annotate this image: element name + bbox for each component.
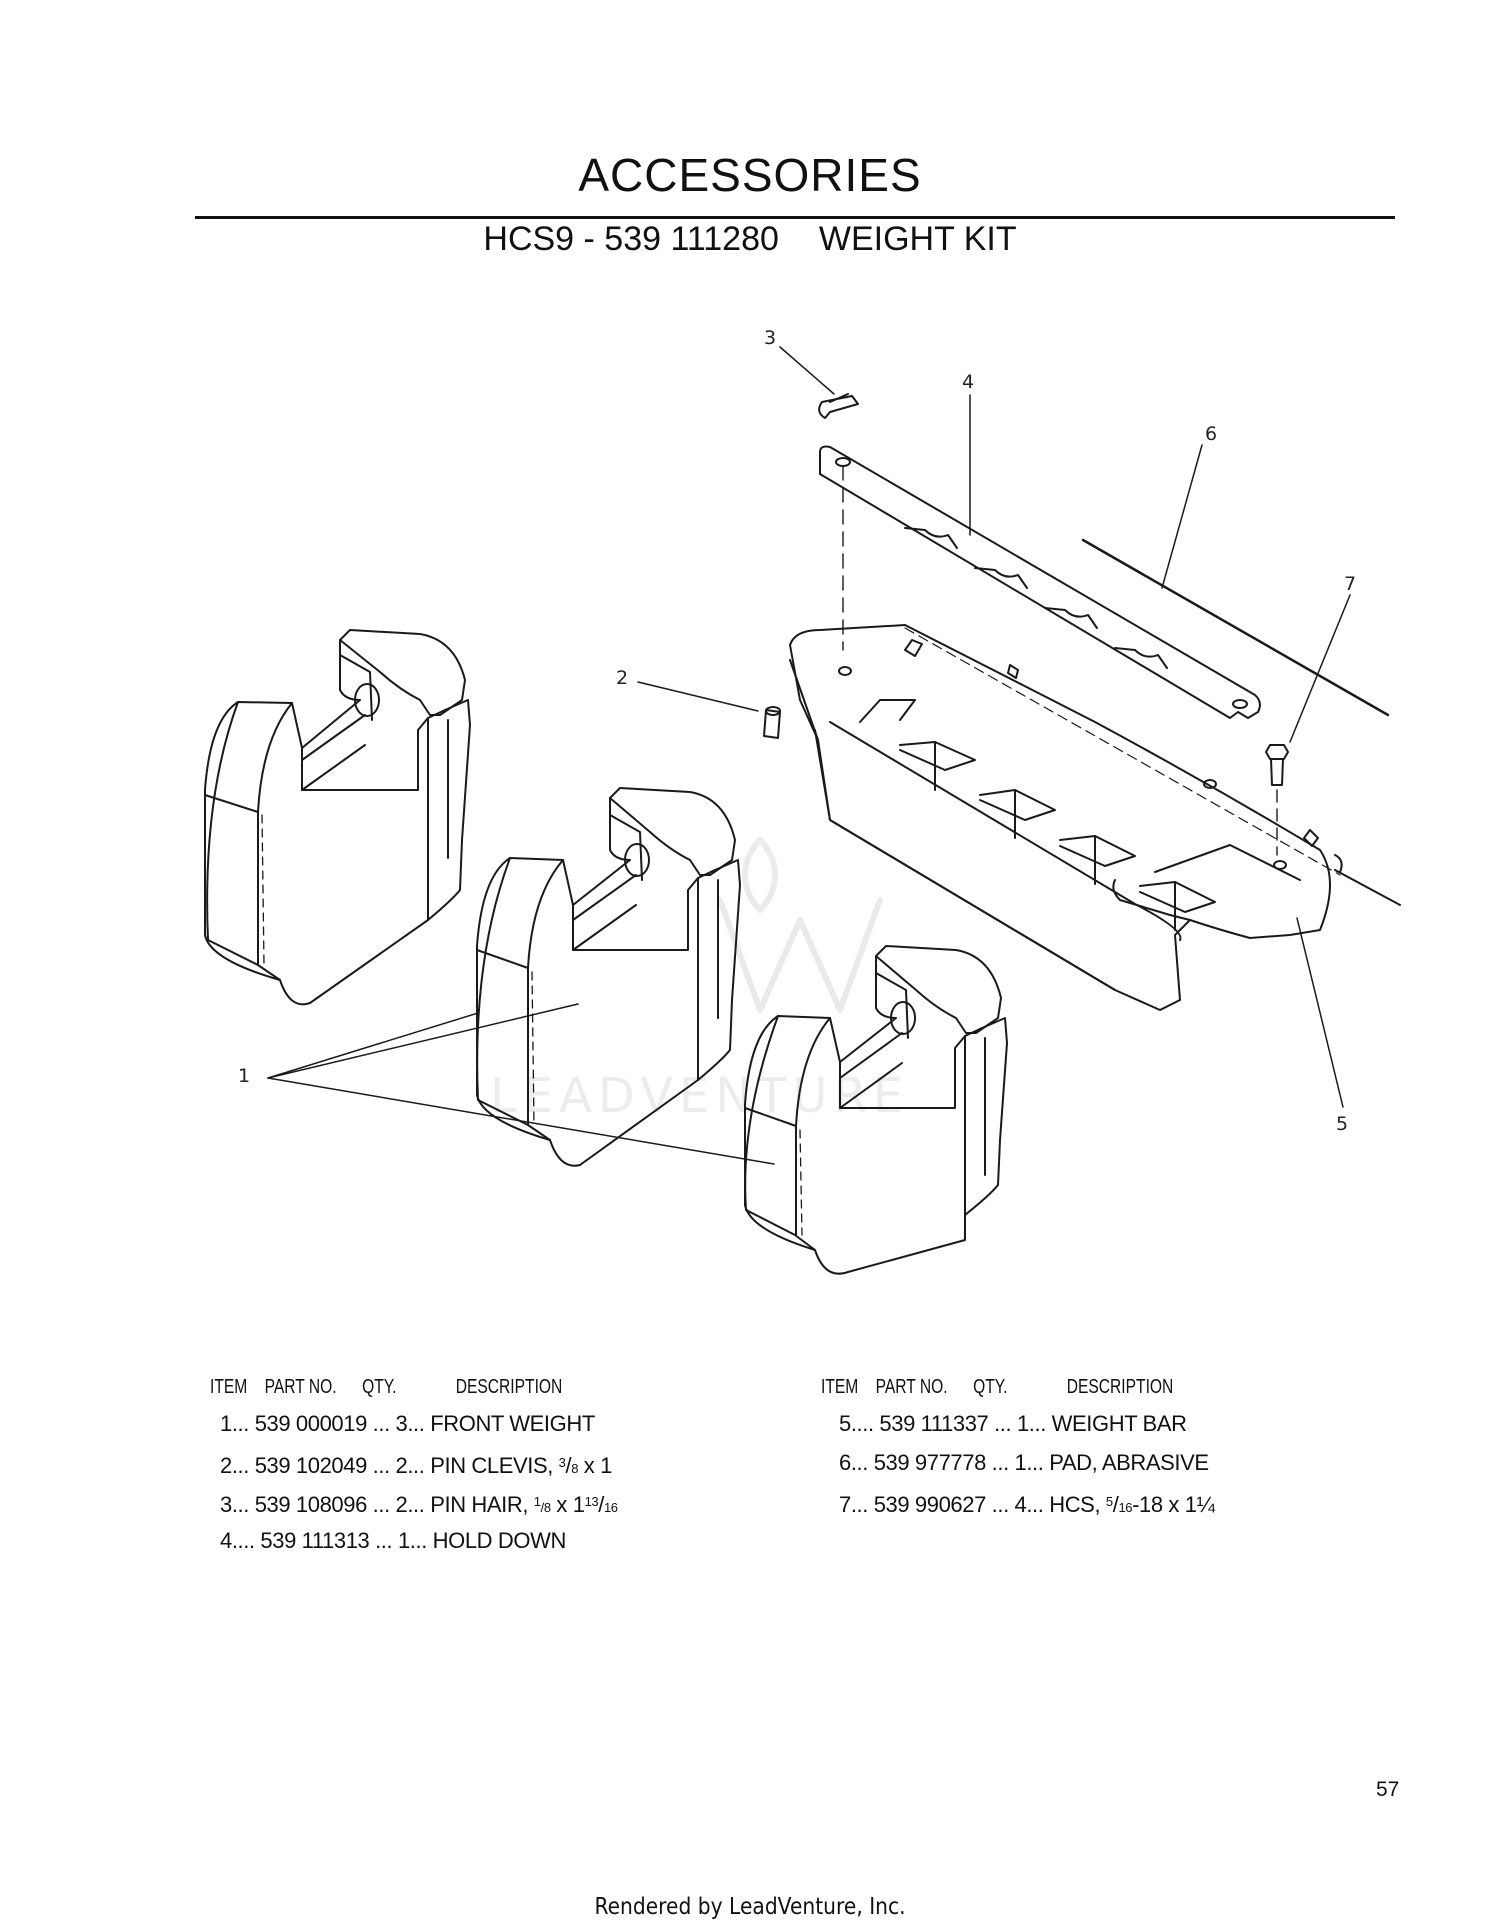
header-qty: QTY. (973, 1376, 1008, 1398)
callout-3: 3 (764, 327, 776, 349)
callout-5: 5 (1336, 1113, 1348, 1135)
table-header: ITEM PART NO. QTY. DESCRIPTION (210, 1376, 678, 1404)
table-row: 2... 539 102049 ... 2... PIN CLEVIS, 3/8… (220, 1453, 612, 1478)
table-row: 7... 539 990627 ... 4... HCS, 5/16-18 x … (839, 1492, 1215, 1517)
abrasive-pad (1081, 538, 1390, 717)
title-divider (195, 216, 1395, 219)
hair-pin (818, 393, 859, 419)
header-item: ITEM (821, 1376, 859, 1398)
table-row: 5.... 539 111337 ... 1... WEIGHT BAR (839, 1411, 1187, 1436)
footer-credit: Rendered by LeadVenture, Inc. (594, 1894, 906, 1920)
header-part-no: PART NO. (875, 1376, 948, 1398)
header-description: DESCRIPTION (455, 1376, 563, 1398)
header-qty: QTY. (362, 1376, 397, 1398)
callout-7: 7 (1344, 573, 1356, 595)
callout-6: 6 (1205, 423, 1217, 445)
header-part-no: PART NO. (264, 1376, 337, 1398)
parts-table-right: ITEM PART NO. QTY. DESCRIPTION 5.... 539… (821, 1376, 1421, 1521)
header-description: DESCRIPTION (1066, 1376, 1174, 1398)
parts-table-left: ITEM PART NO. QTY. DESCRIPTION 1... 539 … (210, 1376, 810, 1560)
table-row: 6... 539 977778 ... 1... PAD, ABRASIVE (839, 1450, 1209, 1475)
callout-2: 2 (616, 667, 628, 689)
subtitle-name: WEIGHT KIT (818, 220, 1017, 258)
table-row: 1... 539 000019 ... 3... FRONT WEIGHT (220, 1411, 595, 1436)
hex-cap-screw (1265, 744, 1289, 856)
table-row: 4.... 539 111313 ... 1... HOLD DOWN (220, 1528, 566, 1553)
callout-4: 4 (962, 371, 974, 393)
hold-down-bar (819, 445, 1261, 719)
front-weight-middle (476, 787, 741, 1167)
front-weight-left (204, 629, 471, 1006)
page-number: 57 (1376, 1778, 1400, 1801)
table-row: 3... 539 108096 ... 2... PIN HAIR, 1/8 x… (220, 1492, 618, 1517)
clevis-pin (763, 706, 781, 739)
watermark-logo (717, 837, 883, 1013)
front-weight-right (744, 945, 1008, 1275)
page-title: ACCESSORIES (578, 149, 922, 201)
table-header: ITEM PART NO. QTY. DESCRIPTION (821, 1376, 1289, 1404)
watermark-text: LEADVENTURE (490, 1068, 909, 1124)
callout-leaders (267, 346, 1351, 1165)
callout-1: 1 (238, 1065, 250, 1087)
exploded-parts-diagram: LEADVENTURE (204, 327, 1401, 1275)
weight-bar (789, 624, 1401, 1011)
subtitle-model: HCS9 - 539 111280 (483, 220, 779, 258)
header-item: ITEM (210, 1376, 248, 1398)
page-subtitle: HCS9 - 539 111280 WEIGHT KIT (0, 220, 1500, 259)
